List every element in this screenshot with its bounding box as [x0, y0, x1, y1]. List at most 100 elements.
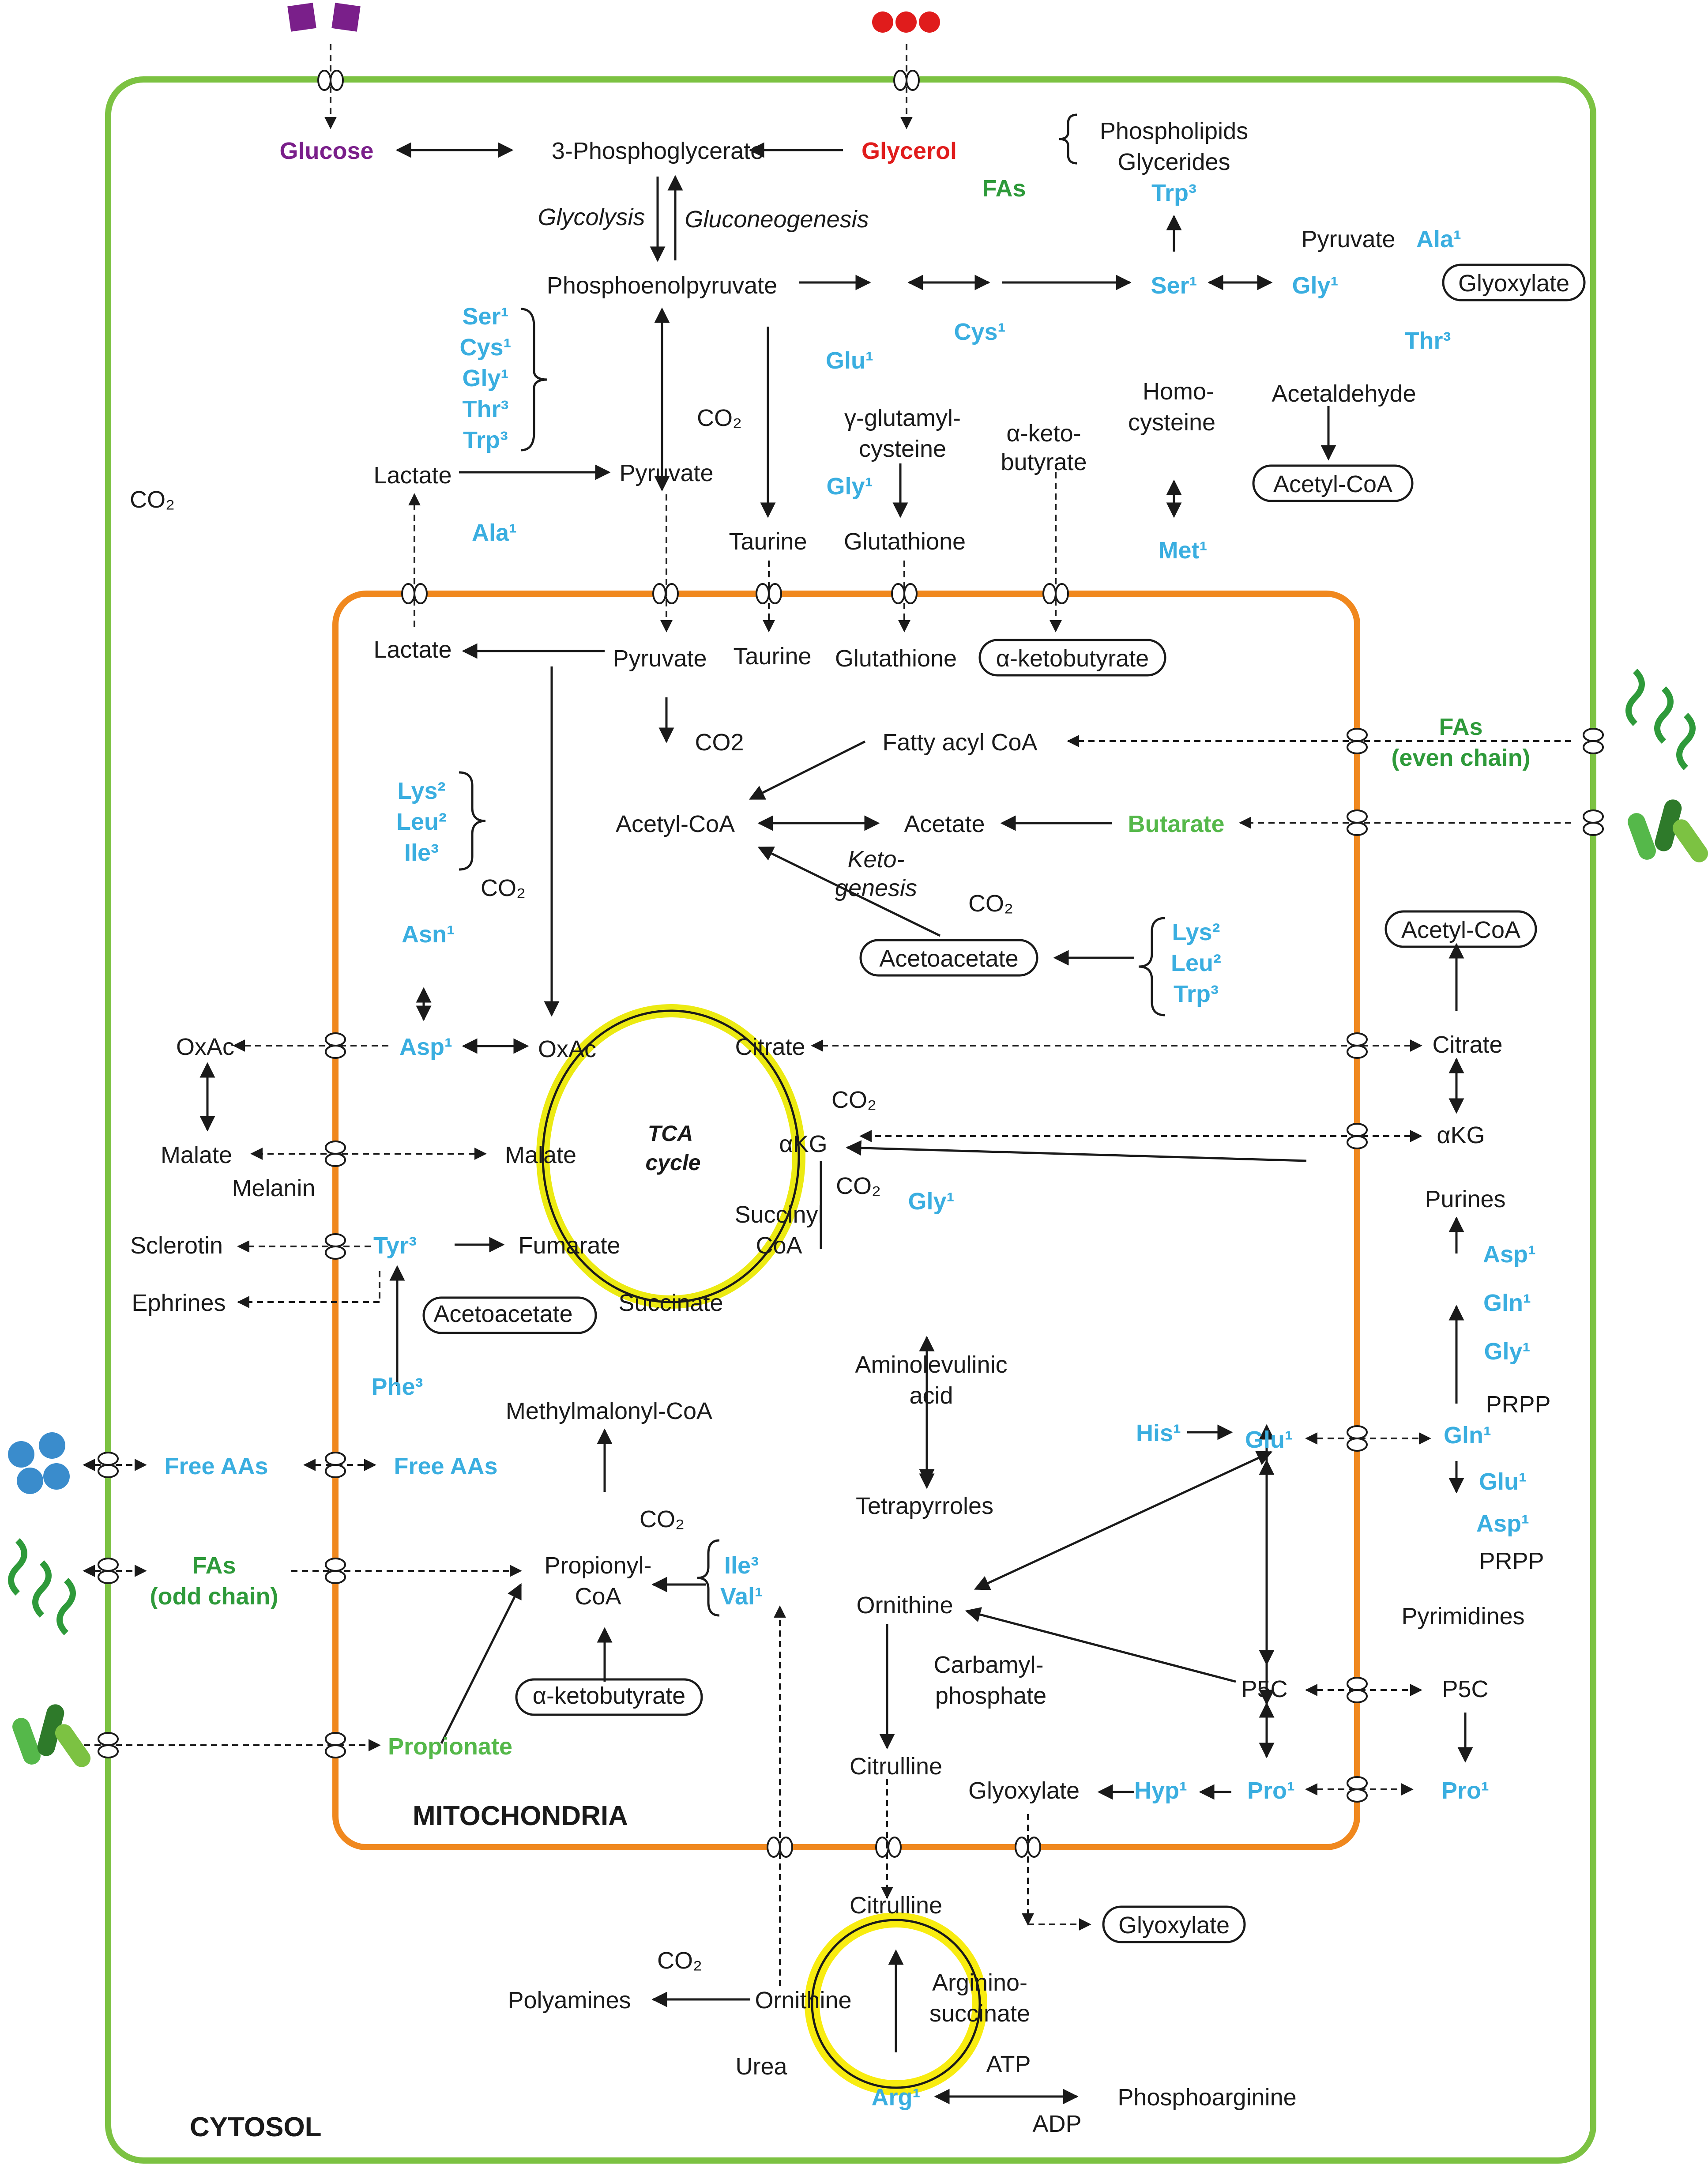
co2-cys-label: CO₂: [697, 405, 742, 431]
atp-label: ATP: [986, 2051, 1031, 2078]
glutathione-c-label: Glutathione: [844, 528, 966, 555]
glu1-m-label: Glu¹: [1245, 1427, 1293, 1453]
argininosuccinate-1-label: Arginino-: [932, 1969, 1027, 1996]
urea-cycle-arrows: [811, 1919, 981, 2089]
boxed-nodes: [422, 264, 1586, 1943]
citrate-r-label: Citrate: [1432, 1031, 1502, 1058]
llt-2: Leu²: [396, 809, 447, 835]
gly-pur-label: Gly¹: [1484, 1338, 1530, 1365]
pyruvate-top-label: Pyruvate: [1301, 226, 1395, 252]
gly1-succ-label: Gly¹: [908, 1188, 954, 1215]
thr3-label: Thr³: [1405, 327, 1451, 354]
butarate-label: Butarate: [1128, 811, 1224, 837]
phosphoarginine-label: Phosphoarginine: [1117, 2084, 1296, 2111]
co2-prop-label: CO₂: [640, 1506, 685, 1532]
homo1-label: Homo-: [1143, 378, 1214, 405]
p5c-r-label: P5C: [1442, 1676, 1488, 1702]
hyp1-label: Hyp¹: [1134, 1777, 1187, 1804]
gln-pur-label: Gln¹: [1483, 1290, 1531, 1316]
mitochondria-membrane: [332, 591, 1360, 1850]
fas-even-1-label: FAs: [1439, 714, 1482, 740]
ser-list-1: Ser¹: [462, 303, 508, 330]
p5c-m-label: P5C: [1241, 1676, 1287, 1702]
fatty-acyl-coa-label: Fatty acyl CoA: [882, 729, 1037, 756]
acetoacetate-tyr-label: Acetoacetate: [433, 1301, 572, 1327]
propionyl-label: Propionyl-: [544, 1552, 651, 1579]
malate-m-label: Malate: [505, 1142, 576, 1168]
acetylcoa-r-label: Acetyl-CoA: [1401, 917, 1520, 943]
llt2-2: Leu²: [1171, 950, 1221, 976]
cys1-label: Cys¹: [954, 319, 1005, 345]
ornithine-m-label: Ornithine: [856, 1592, 953, 1619]
citrulline-c-label: Citrulline: [850, 1892, 942, 1919]
reaction-arrows: [199, 142, 1473, 2104]
sclerotin-label: Sclerotin: [130, 1232, 223, 1259]
aminolevulinic-label: Aminolevulinic: [855, 1351, 1007, 1378]
ser1-label: Ser¹: [1151, 272, 1197, 299]
gluconeogenesis-label: Gluconeogenesis: [685, 206, 869, 233]
argininosuccinate-2-label: succinate: [929, 2000, 1030, 2027]
propionyl-coa-label: CoA: [575, 1583, 621, 1610]
acetylcoa-top-label: Acetyl-CoA: [1273, 471, 1392, 497]
keto1-label: Keto-: [847, 846, 904, 873]
glu1-top-label: Glu¹: [826, 347, 873, 374]
tyr3-label: Tyr³: [373, 1232, 417, 1259]
propionate-label: Propionate: [388, 1733, 512, 1760]
purple-squares-icon: [287, 3, 361, 32]
taurine-m-label: Taurine: [733, 643, 811, 670]
fas-odd-2-label: (odd chain): [150, 1583, 278, 1610]
acetoacetate-m-label: Acetoacetate: [879, 945, 1018, 972]
asp-pur-label: Asp¹: [1483, 1241, 1536, 1268]
tca-cycle-arrows: [542, 1009, 800, 1303]
keto2-label: genesis: [835, 875, 917, 901]
acid-label: acid: [909, 1382, 953, 1409]
glyoxylate-m-label: Glyoxylate: [968, 1777, 1080, 1804]
tca-cycle-label-line1: TCA: [648, 1121, 692, 1146]
pyruvate-m-label: Pyruvate: [613, 645, 707, 672]
co2-acetate-label: CO₂: [968, 890, 1013, 917]
mitochondria-label: MITOCHONDRIA: [413, 1801, 628, 1831]
transporters: [98, 70, 1604, 1858]
cytosol-label: CYTOSOL: [190, 2112, 322, 2142]
phosphate-label: phosphate: [935, 1683, 1046, 1709]
homo2-label: cysteine: [1128, 409, 1215, 436]
llt-3: Ile³: [404, 839, 439, 866]
glyoxylate-top-label: Glyoxylate: [1458, 270, 1569, 297]
ser-list-4: Thr³: [463, 396, 509, 422]
co2-orn-label: CO₂: [657, 1947, 702, 1974]
glycerides-label: Glycerides: [1117, 149, 1230, 175]
ser-list-5: Trp³: [463, 427, 508, 453]
tca-cycle-label: TCA cycle: [645, 1121, 700, 1175]
pyrimidines-label: Pyrimidines: [1401, 1603, 1524, 1630]
akb2-label: butyrate: [1001, 449, 1087, 475]
pro1-r-label: Pro¹: [1441, 1777, 1489, 1804]
gly1-b-label: Gly¹: [826, 473, 873, 500]
malate-c-label: Malate: [161, 1142, 232, 1168]
phospholipids-label: Phospholipids: [1100, 118, 1248, 144]
pep-label: Phosphoenolpyruvate: [547, 272, 777, 299]
green-squiggle-icon: [8, 669, 1696, 1635]
free-aa-c-label: Free AAs: [164, 1453, 268, 1479]
glu1-r-label: Glu¹: [1479, 1468, 1527, 1495]
braces: [459, 113, 1166, 1617]
fumarate-label: Fumarate: [518, 1232, 620, 1259]
citrate-m-label: Citrate: [735, 1034, 805, 1060]
glucose-label: Glucose: [279, 138, 373, 164]
metabolite-labels: Glucose 3-Phosphoglycerate Glycerol Phos…: [130, 118, 1569, 2137]
ephrines-label: Ephrines: [132, 1290, 226, 1316]
fas-even-2-label: (even chain): [1391, 745, 1530, 771]
glyoxylate-c-label: Glyoxylate: [1118, 1912, 1230, 1939]
succinyl-label: Succinyl: [734, 1201, 823, 1228]
fas-top-label: FAs: [982, 175, 1026, 202]
taurine-c-label: Taurine: [729, 528, 807, 555]
transport-arrows: [83, 44, 1571, 1986]
akg-m-label: αKG: [779, 1131, 827, 1157]
phosphoglycerate-label: 3-Phosphoglycerate: [552, 138, 764, 164]
free-aa-m-label: Free AAs: [394, 1453, 497, 1479]
arg1-label: Arg¹: [872, 2084, 921, 2111]
akb-box-label: α-ketobutyrate: [533, 1683, 685, 1709]
his1-label: His¹: [1136, 1420, 1181, 1446]
succinyl-coa-label: CoA: [756, 1232, 802, 1259]
gln1-r-label: Gln¹: [1444, 1422, 1491, 1449]
